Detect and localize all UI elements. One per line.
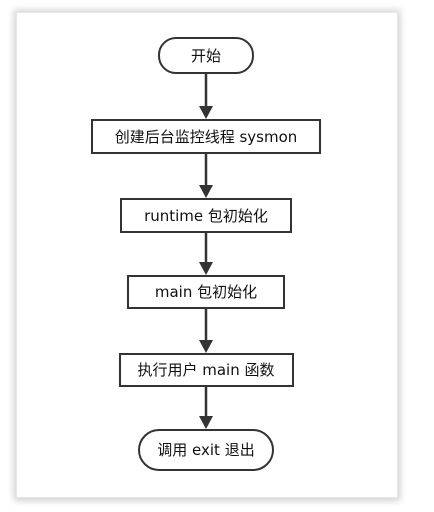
- node-main-init-label: main 包初始化: [155, 283, 257, 301]
- edge-start-to-sysmon: [199, 73, 213, 119]
- node-start-label: 开始: [191, 47, 221, 65]
- node-sysmon-label: 创建后台监控线程 sysmon: [115, 128, 298, 146]
- edge-exec-main-to-exit: [199, 386, 213, 429]
- edge-sysmon-to-runtime-init: [199, 153, 213, 198]
- node-sysmon: 创建后台监控线程 sysmon: [91, 119, 321, 154]
- node-runtime-init-label: runtime 包初始化: [144, 207, 268, 225]
- node-exec-main: 执行用户 main 函数: [119, 353, 294, 387]
- edges: [199, 73, 213, 429]
- node-exit-label: 调用 exit 退出: [157, 441, 254, 459]
- edge-runtime-init-to-main-init: [199, 232, 213, 275]
- node-start: 开始: [158, 37, 254, 74]
- node-runtime-init: runtime 包初始化: [120, 198, 292, 233]
- node-main-init: main 包初始化: [127, 275, 285, 309]
- node-exec-main-label: 执行用户 main 函数: [137, 361, 274, 379]
- edge-main-init-to-exec-main: [199, 308, 213, 353]
- node-exit: 调用 exit 退出: [138, 429, 274, 471]
